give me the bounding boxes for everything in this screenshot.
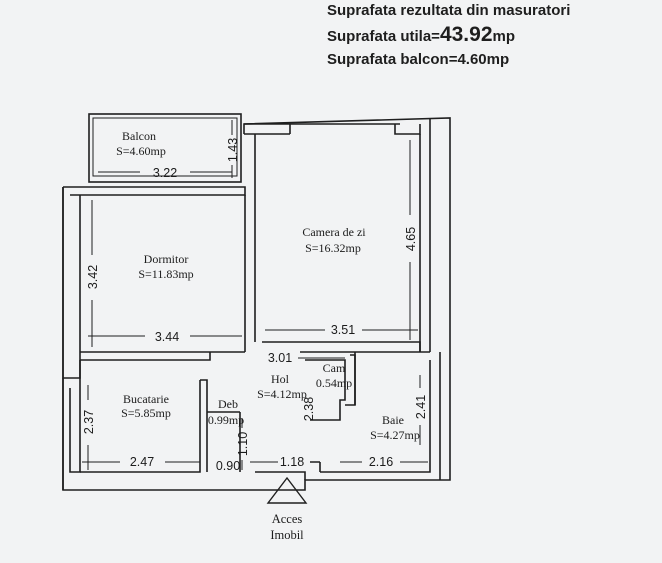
bucatarie-name: Bucatarie — [123, 392, 169, 406]
balcon-name: Balcon — [122, 129, 156, 143]
dormitor-area: S=11.83mp — [138, 267, 193, 281]
dim-hol-height: 2.38 — [302, 397, 316, 421]
access-triangle-icon — [266, 476, 308, 504]
balcon-area: S=4.60mp — [116, 144, 166, 158]
dormitor-top-wall — [63, 186, 246, 196]
storage-walls — [200, 379, 241, 472]
camera-area: S=16.32mp — [305, 241, 361, 255]
dim-deb-height: 1.10 — [236, 432, 250, 456]
dim-bucatarie-height: 2.37 — [82, 410, 96, 434]
usable-area: Suprafata utila=43.92mp — [327, 23, 515, 47]
balcony-area: Suprafata balcon=4.60mp — [327, 51, 510, 68]
dormitor-left-wall — [62, 187, 81, 379]
dimension-labels: 3.22 1.43 3.42 3.44 4.65 3.51 3.01 2.37 … — [82, 138, 428, 473]
dim-baie-width: 2.16 — [369, 455, 393, 469]
dormitor-camera-wall — [244, 134, 256, 352]
balcony-outline — [88, 113, 242, 183]
baie-area: S=4.27mp — [370, 428, 420, 442]
bucatarie-area: S=5.85mp — [121, 406, 171, 420]
dim-hol-entry: 1.18 — [280, 455, 304, 469]
camera-name: Camera de zi — [302, 225, 366, 239]
deb-area: 0.99mp — [208, 413, 244, 427]
dormitor-name: Dormitor — [144, 252, 189, 266]
camera-top-wall — [244, 123, 421, 135]
dim-camera-height: 4.65 — [404, 227, 418, 251]
usable-area-unit: mp — [492, 28, 516, 45]
dim-balcon-depth: 1.43 — [226, 138, 240, 162]
cam-name: Cam — [323, 361, 346, 375]
usable-area-value: 43.92 — [439, 23, 493, 46]
dim-hol-width: 3.01 — [268, 351, 292, 365]
cam-area: 0.54mp — [316, 376, 352, 390]
balcony-inner — [92, 117, 238, 177]
entry-wall — [255, 471, 306, 480]
hol-area: S=4.12mp — [257, 387, 307, 401]
walls — [62, 113, 451, 491]
kitchen-left-wall — [62, 360, 81, 490]
deb-name: Deb — [218, 397, 238, 411]
dim-bucatarie-width: 2.47 — [130, 455, 154, 469]
dim-balcon-width: 3.22 — [153, 166, 177, 180]
dormitor-kitchen-wall — [80, 351, 245, 361]
room-labels: Balcon S=4.60mp Dormitor S=11.83mp Camer… — [116, 129, 420, 442]
bath-walls — [320, 352, 441, 480]
outer-wall — [62, 117, 451, 491]
measurement-title: Suprafata rezultata din masuratori — [327, 2, 571, 19]
usable-area-label: Suprafata utila= — [327, 28, 440, 45]
dim-dormitor-width: 3.44 — [155, 330, 179, 344]
camera-bottom-wall — [262, 341, 430, 353]
bath-door — [310, 461, 321, 472]
hol-name: Hol — [271, 372, 290, 386]
kitchen-right-wall — [80, 380, 201, 473]
camera-right-wall — [419, 118, 431, 352]
dim-camera-width: 3.51 — [331, 323, 355, 337]
dimension-lines — [82, 120, 428, 470]
dim-baie-height: 2.41 — [414, 395, 428, 419]
access-label: Acces — [272, 512, 303, 526]
dim-dormitor-height: 3.42 — [86, 265, 100, 289]
access-marker: Acces Imobil — [266, 476, 308, 542]
access-sublabel: Imobil — [270, 528, 304, 542]
baie-name: Baie — [382, 413, 404, 427]
dim-deb-width: 0.90 — [216, 459, 240, 473]
